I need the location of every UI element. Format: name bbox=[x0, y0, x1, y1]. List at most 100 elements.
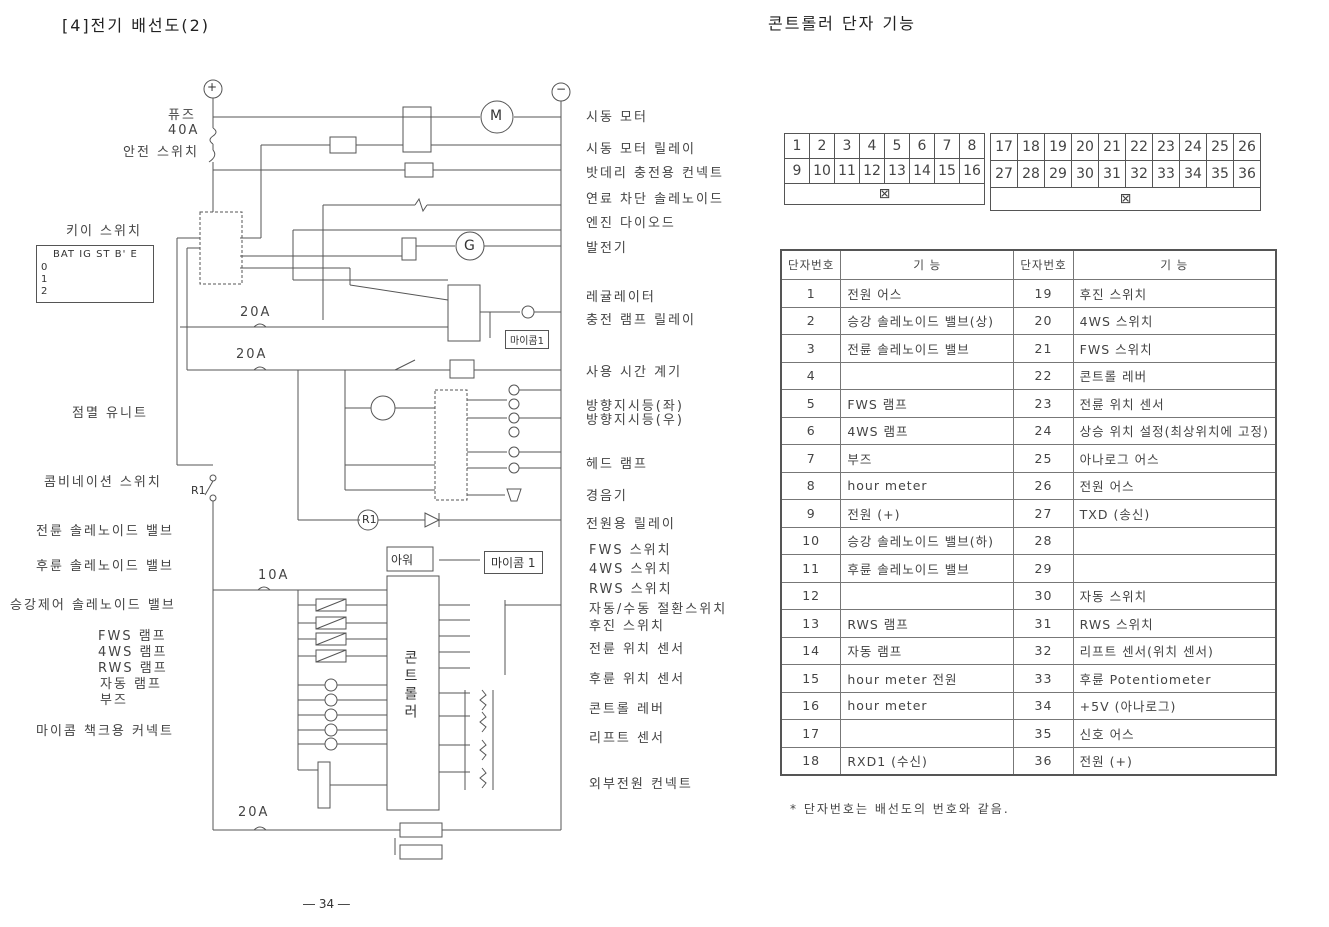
connector-right-bottom-row: 27 28 29 30 31 32 33 34 35 36 bbox=[990, 160, 1261, 188]
key-switch-label: 키이 스위치 bbox=[66, 224, 142, 239]
terminal-function: 전원 (+) bbox=[840, 499, 1015, 528]
terminal-function: 전륜 위치 센서 bbox=[1072, 389, 1277, 418]
terminal-number: 16 bbox=[780, 691, 842, 720]
terminal-function: TXD (송신) bbox=[1072, 499, 1277, 528]
pin: 4 bbox=[859, 133, 885, 159]
terminal-number: 3 bbox=[780, 334, 842, 363]
pin: 31 bbox=[1098, 160, 1126, 188]
pin: 29 bbox=[1044, 160, 1072, 188]
connector-left-latch: ⊠ bbox=[784, 183, 985, 205]
connector-right-top-row: 17 18 19 20 21 22 23 24 25 26 bbox=[990, 133, 1261, 161]
terminal-function: RWS 스위치 bbox=[1072, 609, 1277, 638]
footnote: * 단자번호는 배선도의 번호와 같음. bbox=[790, 802, 1010, 816]
connector-left: 1 2 3 4 5 6 7 8 9 10 11 12 13 14 15 16 ⊠ bbox=[784, 133, 985, 205]
terminal-number: 21 bbox=[1013, 334, 1074, 363]
terminal-function: 신호 어스 bbox=[1072, 719, 1277, 748]
terminal-number: 29 bbox=[1013, 554, 1074, 583]
terminal-function: +5V (아나로그) bbox=[1072, 691, 1277, 720]
header-func-1: 기 능 bbox=[840, 249, 1015, 280]
terminal-function: 전원 어스 bbox=[840, 279, 1015, 308]
pin: 22 bbox=[1125, 133, 1153, 161]
terminal-number: 4 bbox=[780, 361, 842, 390]
pin: 9 bbox=[784, 158, 810, 184]
terminal-number: 11 bbox=[780, 554, 842, 583]
terminal-function: 후진 스위치 bbox=[1072, 279, 1277, 308]
key-pos-1: 1 bbox=[41, 274, 48, 285]
terminal-number: 34 bbox=[1013, 691, 1074, 720]
fuse-20a-3: 20A bbox=[238, 805, 270, 820]
terminal-function: 자동 램프 bbox=[840, 636, 1015, 665]
terminal-number: 30 bbox=[1013, 581, 1074, 610]
pin: 5 bbox=[884, 133, 910, 159]
terminal-function: 전원 (+) bbox=[1072, 746, 1277, 776]
regulator bbox=[447, 284, 481, 342]
terminal-number: 18 bbox=[780, 746, 842, 776]
label-battery-connector: 밧데리 충전용 컨넥트 bbox=[586, 166, 724, 181]
rear-solenoid-label: 후륜 솔레노이드 밸브 bbox=[36, 559, 174, 574]
controller-label: 콘트롤러 bbox=[402, 650, 418, 722]
terminal-number: 8 bbox=[780, 471, 842, 500]
buzzer-label: 부즈 bbox=[100, 693, 128, 708]
terminal-function: 후륜 Potentiometer bbox=[1072, 664, 1277, 693]
flasher-label: 점멸 유니트 bbox=[72, 406, 148, 421]
label-front-sensor: 전륜 위치 센서 bbox=[589, 642, 686, 657]
terminal-function: 승강 솔레노이드 밸브(하) bbox=[840, 526, 1015, 555]
fws-lamp-label: FWS 램프 bbox=[98, 629, 167, 644]
label-regulator: 레귤레이터 bbox=[586, 290, 656, 305]
pin: 23 bbox=[1152, 133, 1180, 161]
terminal-number: 13 bbox=[780, 609, 842, 638]
header-no-2: 단자번호 bbox=[1013, 249, 1074, 280]
pin: 6 bbox=[909, 133, 935, 159]
pin: 24 bbox=[1179, 133, 1207, 161]
pin: 21 bbox=[1098, 133, 1126, 161]
terminal-number: 10 bbox=[780, 526, 842, 555]
pin: 35 bbox=[1206, 160, 1234, 188]
label-auto-manual-switch: 자동/수동 절환스위치 bbox=[589, 602, 728, 617]
label-starter-relay: 시동 모터 릴레이 bbox=[586, 142, 696, 157]
terminal-number: 7 bbox=[780, 444, 842, 473]
terminal-number: 31 bbox=[1013, 609, 1074, 638]
header-func-2: 기 능 bbox=[1072, 249, 1277, 280]
pin: 33 bbox=[1152, 160, 1180, 188]
fuse-rating-label: 40A bbox=[168, 123, 200, 138]
fuse-20a-1: 20A bbox=[240, 305, 272, 320]
positive-symbol: + bbox=[207, 80, 218, 94]
pin: 25 bbox=[1206, 133, 1234, 161]
terminal-number: 35 bbox=[1013, 719, 1074, 748]
terminal-number: 14 bbox=[780, 636, 842, 665]
terminal-function: 상승 위치 설정(최상위치에 고정) bbox=[1072, 416, 1277, 445]
terminal-number: 6 bbox=[780, 416, 842, 445]
terminal-number: 9 bbox=[780, 499, 842, 528]
terminal-number: 19 bbox=[1013, 279, 1074, 308]
label-reverse-switch: 후진 스위치 bbox=[589, 619, 665, 634]
pin: 27 bbox=[990, 160, 1018, 188]
terminal-function: 리프트 센서(위치 센서) bbox=[1072, 636, 1277, 665]
key-switch-table: BAT IG ST B' E 0 1 2 bbox=[36, 245, 154, 303]
connector-left-top-row: 1 2 3 4 5 6 7 8 bbox=[784, 133, 985, 159]
pin: 8 bbox=[959, 133, 985, 159]
pin: 3 bbox=[834, 133, 860, 159]
terminal-function bbox=[1072, 554, 1277, 583]
terminal-function: 아나로그 어스 bbox=[1072, 444, 1277, 473]
pin: 13 bbox=[884, 158, 910, 184]
terminal-number: 26 bbox=[1013, 471, 1074, 500]
micom1-tag-a: 마이콤1 bbox=[505, 330, 549, 349]
motor-symbol: M bbox=[490, 108, 503, 124]
label-engine-diode: 엔진 다이오드 bbox=[586, 216, 676, 231]
terminal-function: 승강 솔레노이드 밸브(상) bbox=[840, 306, 1015, 335]
terminal-function: 4WS 램프 bbox=[840, 416, 1015, 445]
pin: 7 bbox=[934, 133, 960, 159]
pin: 34 bbox=[1179, 160, 1207, 188]
terminal-number: 15 bbox=[780, 664, 842, 693]
